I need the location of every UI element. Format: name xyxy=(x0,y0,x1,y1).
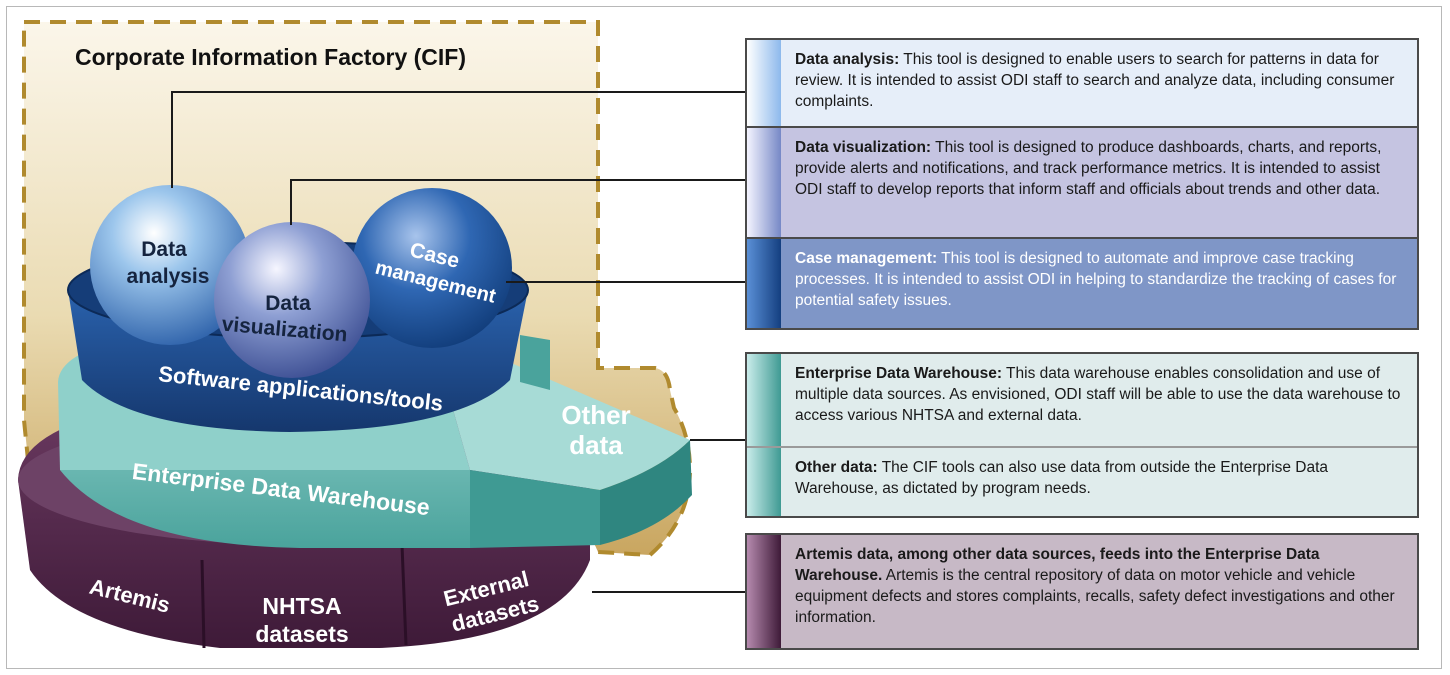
enterprise-data-warehouse-panel: Enterprise Data Warehouse: This data war… xyxy=(747,354,1417,446)
artemis-heading: Artemis data, among other data sources, … xyxy=(795,546,1320,584)
case-management-text: This tool is designed to automate and im… xyxy=(795,250,1397,309)
panel-strip xyxy=(747,448,781,516)
data-visualization-panel: Data visualization: This tool is designe… xyxy=(747,126,1417,237)
artemis-panel: Artemis data, among other data sources, … xyxy=(747,535,1417,648)
cif-title: Corporate Information Factory (CIF) xyxy=(75,44,466,70)
enterprise-data-warehouse-text: This data warehouse enables consolidatio… xyxy=(795,365,1401,424)
panel-strip xyxy=(747,128,781,237)
data-visualization-sphere xyxy=(214,222,370,378)
other-data-label-2: data xyxy=(569,430,623,460)
other-data-label-1: Other xyxy=(561,400,630,430)
other-data-text: The CIF tools can also use data from out… xyxy=(795,459,1328,497)
nhtsa-label-1: NHTSA xyxy=(262,593,341,619)
connector-lines xyxy=(171,91,745,593)
data-analysis-heading: Data analysis: xyxy=(795,51,900,68)
panel-strip xyxy=(747,40,781,126)
data-analysis-label-1: Data xyxy=(141,238,187,261)
case-management-panel: Case management: This tool is designed t… xyxy=(747,237,1417,328)
data-analysis-panel: Data analysis: This tool is designed to … xyxy=(747,40,1417,126)
data-analysis-sphere xyxy=(90,185,250,345)
data-analysis-text: This tool is designed to enable users to… xyxy=(795,51,1395,110)
warehouse-description-box: Enterprise Data Warehouse: This data war… xyxy=(745,352,1419,518)
artemis-description-box: Artemis data, among other data sources, … xyxy=(745,533,1419,650)
tools-description-box: Data analysis: This tool is designed to … xyxy=(745,38,1419,330)
case-management-heading: Case management: xyxy=(795,250,938,267)
data-analysis-label-2: analysis xyxy=(127,265,210,288)
case-management-sphere xyxy=(352,188,512,348)
panel-strip xyxy=(747,535,781,648)
figure-frame xyxy=(6,6,1442,669)
other-data-panel: Other data: The CIF tools can also use d… xyxy=(747,446,1417,516)
connector-data-analysis xyxy=(171,91,745,188)
enterprise-data-warehouse-heading: Enterprise Data Warehouse: xyxy=(795,365,1003,382)
nhtsa-label-2: datasets xyxy=(255,621,348,647)
data-visualization-label-1: Data xyxy=(265,292,311,315)
data-visualization-text: This tool is designed to produce dashboa… xyxy=(795,139,1382,198)
data-visualization-heading: Data visualization: xyxy=(795,139,932,156)
cif-diagram: Artemis NHTSA datasets External datasets… xyxy=(18,20,745,649)
panel-strip xyxy=(747,239,781,328)
other-data-heading: Other data: xyxy=(795,459,878,476)
panel-strip xyxy=(747,354,781,446)
connector-data-visualization xyxy=(290,179,745,225)
artemis-text: Artemis is the central repository of dat… xyxy=(795,567,1395,626)
